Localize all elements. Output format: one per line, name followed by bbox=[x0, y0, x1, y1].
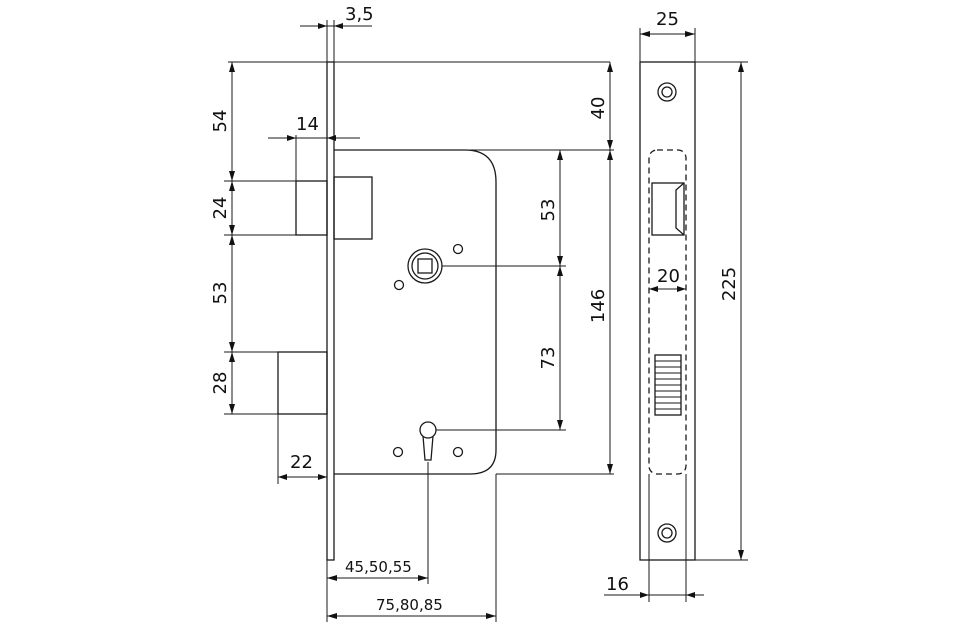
faceplate-screw-bottom bbox=[657, 523, 677, 543]
dim-spindle-to-key: 73 bbox=[538, 347, 559, 370]
dim-case-height: 146 bbox=[588, 289, 609, 323]
dim-bolt-projection: 22 bbox=[290, 452, 313, 473]
keyhole bbox=[419, 421, 437, 461]
dim-backset: 45,50,55 bbox=[345, 558, 412, 576]
spindle-hub-inner bbox=[411, 252, 439, 280]
dim-latch-to-bolt: 53 bbox=[210, 282, 231, 305]
faceplate-side bbox=[326, 61, 335, 561]
dim-faceplate-case-width: 16 bbox=[606, 574, 629, 595]
side-view-dimensions: 3,5 54 24 53 28 14 22 bbox=[210, 4, 614, 622]
side-view bbox=[277, 61, 497, 561]
dim-latch-projection: 14 bbox=[296, 114, 319, 135]
dim-latch-height: 24 bbox=[210, 197, 231, 220]
dead-bolt bbox=[277, 351, 328, 415]
spindle-hub-outer bbox=[407, 248, 443, 284]
latch-opening bbox=[651, 182, 685, 236]
dim-plate-thickness: 3,5 bbox=[345, 4, 374, 25]
spindle-square bbox=[417, 258, 433, 274]
screw-hole bbox=[393, 279, 405, 291]
case-hidden-outline bbox=[648, 149, 687, 475]
dim-case-to-spindle: 53 bbox=[538, 199, 559, 222]
dim-case-depth: 75,80,85 bbox=[376, 596, 443, 614]
front-view bbox=[639, 61, 696, 561]
screw-hole bbox=[452, 243, 464, 255]
lock-case bbox=[334, 149, 497, 475]
faceplate-screw-top bbox=[657, 82, 677, 102]
latch-bolt bbox=[295, 180, 328, 236]
dim-top-to-latch: 54 bbox=[210, 110, 231, 133]
dim-top-to-case: 40 bbox=[588, 97, 609, 120]
dim-latch-width: 20 bbox=[657, 266, 680, 287]
screw-hole bbox=[392, 446, 404, 458]
dim-faceplate-width: 25 bbox=[656, 9, 679, 30]
front-view-dimensions: 25 20 225 16 bbox=[604, 9, 748, 602]
latch-tail bbox=[333, 176, 373, 240]
screw-hole bbox=[452, 446, 464, 458]
bolt-hatch bbox=[655, 360, 681, 410]
dim-bolt-height: 28 bbox=[210, 372, 231, 395]
faceplate-front bbox=[639, 61, 696, 561]
dim-faceplate-height: 225 bbox=[719, 267, 740, 301]
